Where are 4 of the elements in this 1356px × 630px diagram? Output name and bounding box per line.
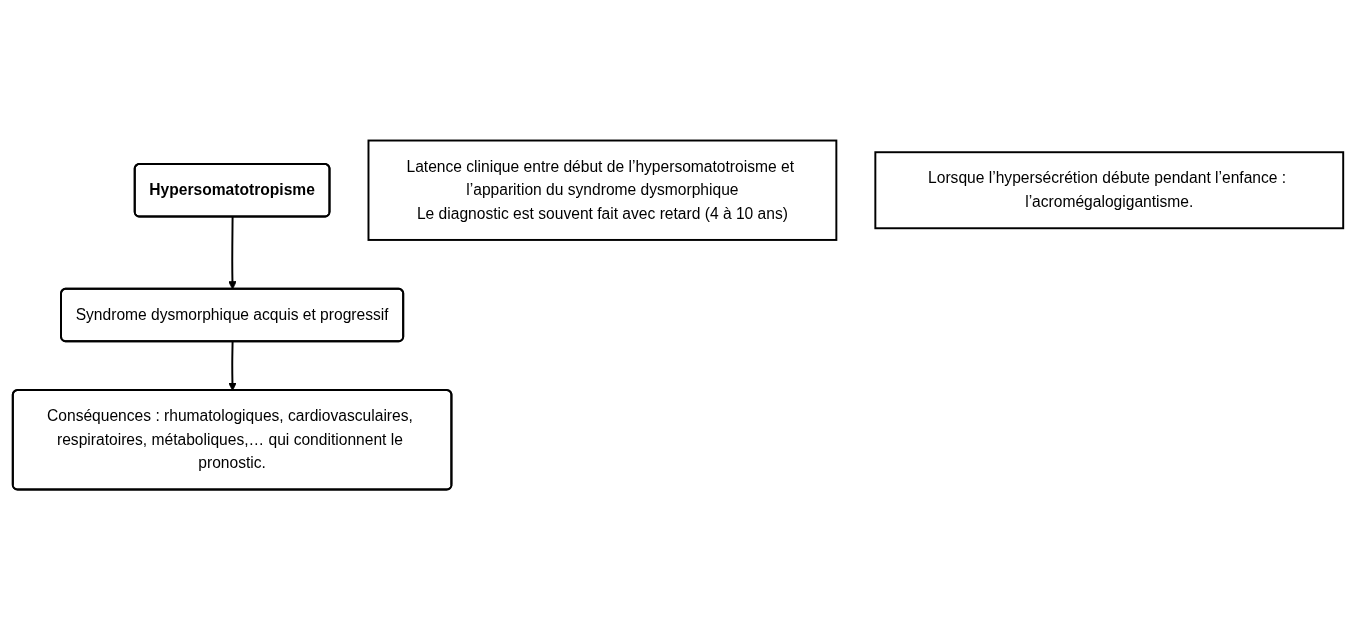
node-box: Lorsque l’hypersécrétion débute pendant l’enfance : l’acromégalogigantisme. [874,151,1345,230]
node-box: Latence clinique entre début de l’hypersomatotroisme et l’apparition du syndrome dysmorphique Le diagnostic est souvent fait avec retard (4 à 10 ans) [367,139,838,241]
arrow [228,340,237,391]
arrow [228,216,237,290]
